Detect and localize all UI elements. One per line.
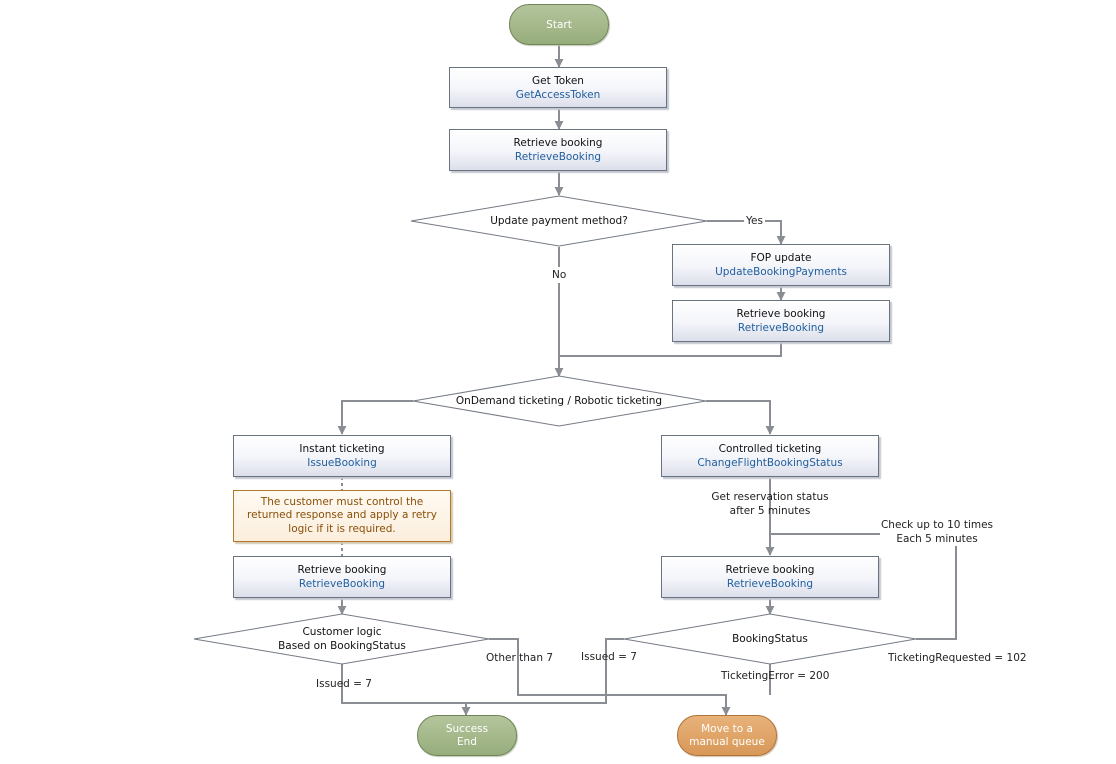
edge-issued-success — [341, 638, 624, 704]
manual-line2: manual queue — [689, 735, 765, 748]
decision-ticketing-label: OnDemand ticketing / Robotic ticketing — [439, 392, 679, 410]
success-line1: Success — [445, 722, 489, 735]
step-title: Get Token — [532, 74, 584, 87]
check-line2: Each 5 minutes — [896, 533, 978, 545]
step-api: RetrieveBooking — [737, 322, 825, 334]
step-api: RetrieveBooking — [726, 578, 814, 590]
note-text: The customer must control the returned r… — [247, 495, 437, 535]
decision-status-text: BookingStatus — [732, 633, 808, 645]
decision-payment-shape — [410, 195, 708, 247]
retrieve-booking-step-1: Retrieve booking RetrieveBooking — [449, 129, 667, 171]
manual-line1: Move to a — [701, 722, 753, 735]
edge-label-get-status: Get reservation status after 5 minutes — [700, 490, 840, 518]
success-end-terminal: Success End — [417, 715, 517, 756]
edge-retrieve2-merge — [559, 342, 782, 357]
step-title: Controlled ticketing — [718, 443, 822, 455]
step-title: Retrieve booking — [736, 308, 826, 320]
controlled-ticketing-step: Controlled ticketing ChangeFlightBooking… — [661, 435, 879, 477]
step-title: Retrieve booking — [513, 137, 603, 149]
edge-label-other-than: Other than 7 — [486, 652, 554, 664]
get-status-line1: Get reservation status — [711, 491, 829, 503]
decision-customer-label: Customer logic Based on BookingStatus — [252, 625, 432, 653]
step-api: ChangeFlightBookingStatus — [697, 457, 843, 469]
success-line2: End — [457, 735, 477, 748]
decision-customer-line2: Based on BookingStatus — [278, 640, 406, 652]
step-title: Retrieve booking — [297, 564, 387, 576]
decision-customer-shape — [193, 613, 490, 665]
edge-yes-fop — [707, 220, 786, 245]
retry-logic-note: The customer must control the returned r… — [233, 490, 451, 542]
edge-label-yes: Yes — [744, 214, 765, 228]
edge-ticketing-left — [337, 400, 413, 435]
edge-label-ticketing-requested: TicketingRequested = 102 — [888, 652, 1027, 664]
step-api: GetAccessToken — [515, 88, 601, 101]
get-token-step: Get Token GetAccessToken — [449, 67, 667, 108]
decision-ticketing-text: OnDemand ticketing / Robotic ticketing — [455, 395, 663, 407]
edge-ticketing-right — [706, 400, 775, 435]
edge-label-issued-right: Issued = 7 — [581, 651, 637, 663]
step-api: RetrieveBooking — [514, 151, 602, 163]
get-status-line2: after 5 minutes — [729, 505, 811, 517]
step-title: Retrieve booking — [725, 564, 815, 576]
retrieve-booking-step-4: Retrieve booking RetrieveBooking — [661, 556, 879, 598]
decision-status-shape — [623, 613, 917, 665]
instant-ticketing-step: Instant ticketing IssueBooking — [233, 435, 451, 477]
decision-payment-label: Update payment method? — [459, 212, 659, 230]
edge-requested-loop — [916, 533, 957, 640]
decision-customer-line1: Customer logic — [302, 626, 382, 638]
step-title: FOP update — [750, 252, 812, 264]
decision-payment-text: Update payment method? — [490, 215, 628, 227]
start-terminal: Start — [509, 4, 609, 45]
step-api: UpdateBookingPayments — [715, 266, 847, 278]
retrieve-booking-step-3: Retrieve booking RetrieveBooking — [233, 556, 451, 598]
fop-update-step: FOP update UpdateBookingPayments — [672, 244, 890, 286]
decision-status-label: BookingStatus — [700, 630, 840, 648]
check-line1: Check up to 10 times — [880, 519, 994, 531]
start-label: Start — [546, 18, 572, 31]
decision-ticketing-shape — [412, 375, 707, 427]
retrieve-booking-step-2: Retrieve booking RetrieveBooking — [672, 300, 890, 342]
edge-label-issued-left: Issued = 7 — [316, 678, 372, 690]
edge-label-check: Check up to 10 times Each 5 minutes — [880, 518, 994, 546]
step-api: RetrieveBooking — [298, 578, 386, 590]
edge-other-manual — [489, 638, 731, 716]
step-title: Instant ticketing — [299, 443, 385, 455]
edge-label-no: No — [550, 267, 569, 283]
step-api: IssueBooking — [307, 457, 377, 469]
edge-label-ticketing-error: TicketingError = 200 — [721, 670, 830, 682]
manual-queue-terminal: Move to a manual queue — [677, 715, 777, 756]
